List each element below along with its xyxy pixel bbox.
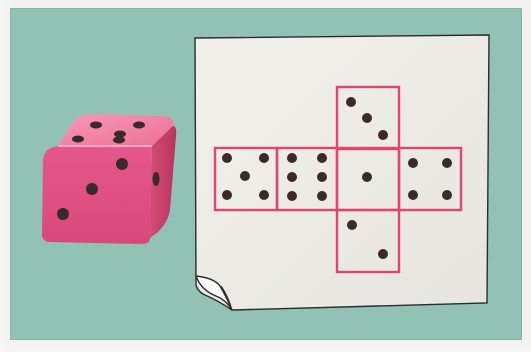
net-pip xyxy=(378,130,388,140)
net-pip xyxy=(408,158,418,168)
net-pip xyxy=(259,153,269,163)
net-pip xyxy=(317,153,327,163)
net-pip xyxy=(287,172,297,182)
net-pip xyxy=(362,113,372,123)
die-pip xyxy=(57,208,69,220)
net-pip xyxy=(442,190,452,200)
die-pip xyxy=(90,122,102,129)
net-pip xyxy=(346,97,356,107)
die-pip xyxy=(153,172,160,186)
net-pip xyxy=(408,190,418,200)
die-pip xyxy=(116,158,128,170)
net-pip xyxy=(317,191,327,201)
die-pip xyxy=(114,131,126,138)
net-pip xyxy=(362,172,372,182)
die-pip xyxy=(86,183,98,195)
net-pip xyxy=(259,190,269,200)
pink-die-icon xyxy=(42,114,176,244)
net-pip xyxy=(347,220,357,230)
net-pip xyxy=(222,190,232,200)
net-pip xyxy=(442,158,452,168)
net-pip xyxy=(240,171,250,181)
paper-sheet xyxy=(195,35,489,310)
die-pip xyxy=(113,137,125,144)
net-pip xyxy=(287,153,297,163)
die-front-face xyxy=(42,146,152,244)
net-pip xyxy=(378,249,388,259)
net-pip xyxy=(287,191,297,201)
net-pip xyxy=(317,172,327,182)
die-pip xyxy=(72,136,84,143)
die-pip xyxy=(133,122,145,129)
net-pip xyxy=(222,153,232,163)
